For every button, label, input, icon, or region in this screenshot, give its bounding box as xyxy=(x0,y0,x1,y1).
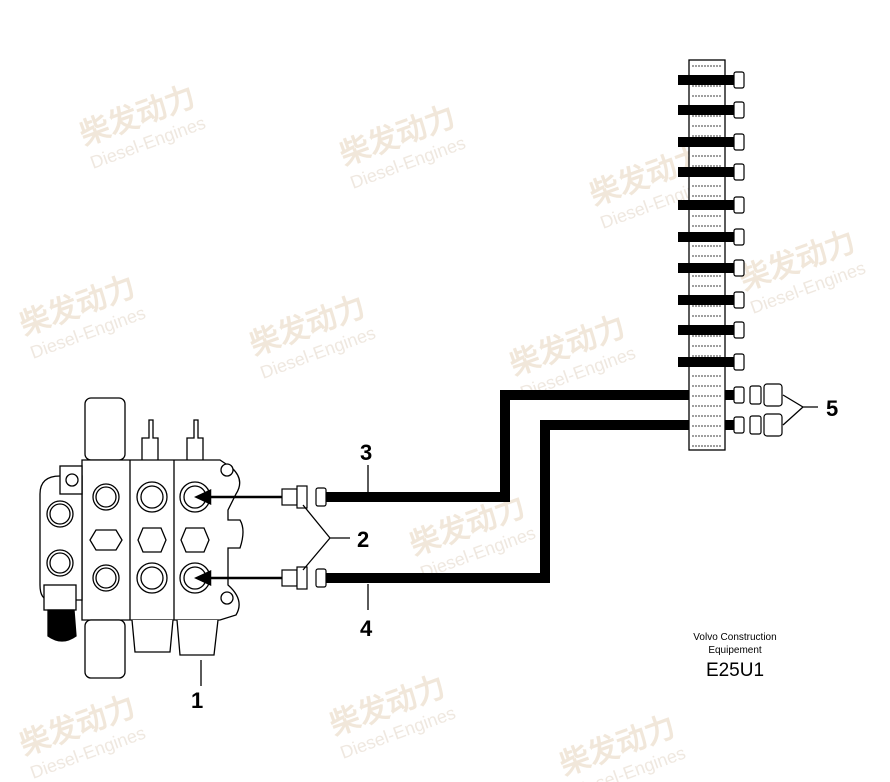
bolt-head xyxy=(733,133,745,151)
bolt-shank xyxy=(678,75,734,85)
bolt-shank xyxy=(678,105,734,115)
bolt-head xyxy=(733,163,745,181)
fittings-5 xyxy=(749,383,783,437)
bolt-head xyxy=(733,291,745,309)
company-line-2: Equipement xyxy=(708,645,762,656)
drawing-code: E25U1 xyxy=(705,660,765,681)
bolt-head xyxy=(733,71,745,89)
hoses xyxy=(326,390,735,583)
bolt-head xyxy=(733,353,745,371)
callout-1: 1 xyxy=(191,688,204,713)
bolt-head xyxy=(733,101,745,119)
bolt-head xyxy=(733,416,745,434)
company-line-1: Volvo Construction xyxy=(693,632,777,643)
bolt-shank xyxy=(678,232,734,242)
bolt-shank xyxy=(678,263,734,273)
manifold-block xyxy=(678,59,745,451)
bolt-head xyxy=(733,321,745,339)
fittings xyxy=(281,485,327,590)
callout-5: 5 xyxy=(826,396,839,421)
hose-3 xyxy=(326,390,735,502)
callout-3: 3 xyxy=(360,440,373,465)
control-valve xyxy=(39,397,244,679)
bolt-head xyxy=(733,386,745,404)
bolt-shank xyxy=(678,295,734,305)
bolt-shank xyxy=(678,167,734,177)
bolt-shank xyxy=(678,325,734,335)
callout-4: 4 xyxy=(360,616,373,641)
bolt-shank xyxy=(678,137,734,147)
bolt-head xyxy=(733,228,745,246)
bolt-head xyxy=(733,259,745,277)
company-credit: Volvo Construction Equipement xyxy=(670,631,800,657)
leader-lines xyxy=(200,394,818,686)
flow-arrows xyxy=(194,489,282,586)
callout-2: 2 xyxy=(357,527,370,552)
hose-4 xyxy=(326,420,735,583)
bolt-shank xyxy=(678,357,734,367)
bolt-head xyxy=(733,196,745,214)
bolt-shank xyxy=(678,200,734,210)
